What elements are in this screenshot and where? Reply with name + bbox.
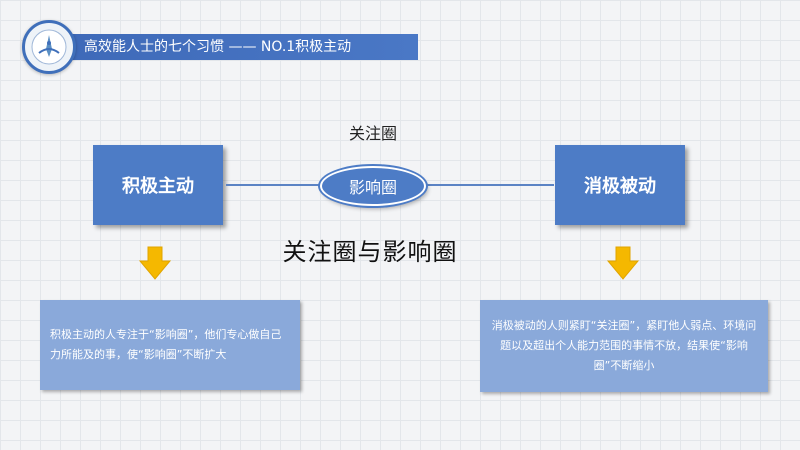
right-connector-line — [420, 184, 554, 186]
down-arrow-icon — [606, 246, 640, 280]
header-title-bar: 高效能人士的七个习惯 —— NO.1积极主动 — [30, 34, 418, 60]
diagram-center-title: 关注圈与影响圈 — [282, 238, 458, 266]
logo-icon — [31, 29, 67, 65]
reactive-description-box: 消极被动的人则紧盯“关注圈”，紧盯他人弱点、环境问题以及超出个人能力范围的事情不… — [480, 300, 768, 392]
circle-of-influence-label: 影响圈 — [348, 178, 397, 197]
proactive-description: 积极主动的人专注于“影响圈”，他们专心做自己力所能及的事，使“影响圈”不断扩大 — [50, 328, 282, 361]
reactive-description: 消极被动的人则紧盯“关注圈”，紧盯他人弱点、环境问题以及超出个人能力范围的事情不… — [491, 319, 757, 372]
reactive-box: 消极被动 — [555, 145, 685, 225]
logo — [22, 20, 76, 74]
circle-of-concern-label: 关注圈 — [348, 124, 397, 143]
page-title: 高效能人士的七个习惯 —— NO.1积极主动 — [84, 39, 352, 55]
proactive-box: 积极主动 — [93, 145, 223, 225]
proactive-label: 积极主动 — [122, 176, 194, 197]
circle-of-influence-ellipse: 影响圈 — [320, 166, 426, 206]
left-connector-line — [226, 184, 326, 186]
proactive-description-box: 积极主动的人专注于“影响圈”，他们专心做自己力所能及的事，使“影响圈”不断扩大 — [40, 300, 300, 390]
reactive-label: 消极被动 — [584, 176, 656, 197]
down-arrow-icon — [138, 246, 172, 280]
